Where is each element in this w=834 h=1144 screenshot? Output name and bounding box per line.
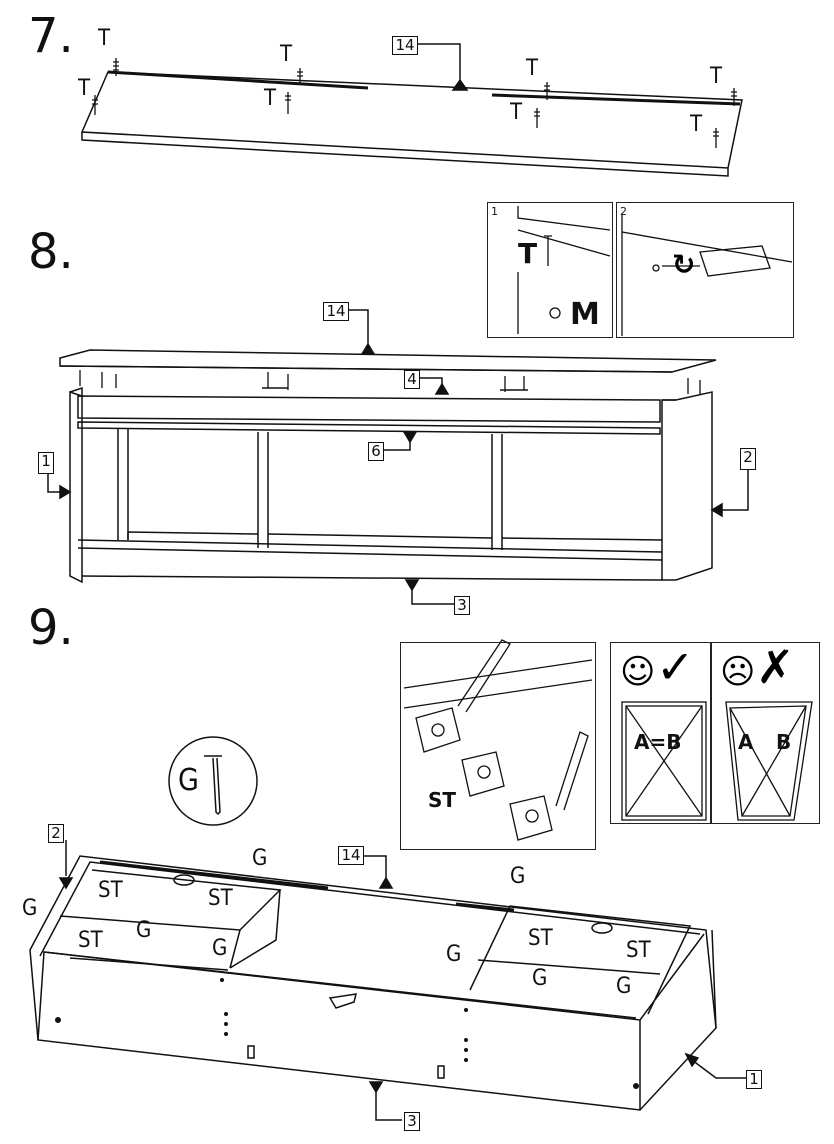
step-7-number: 7. — [28, 8, 74, 64]
diagonal-a-label: A — [738, 730, 754, 754]
part-14-label: 14 — [338, 846, 364, 865]
fastener-t-label: T — [264, 86, 277, 111]
equal-diagonals-label: A=B — [634, 730, 682, 754]
smile-face-icon: ☺ — [620, 652, 656, 692]
st-label: ST — [208, 886, 233, 911]
fastener-t-label: T — [710, 64, 723, 89]
staple-detail-panel — [400, 642, 596, 850]
st-label: ST — [78, 928, 103, 953]
rotate-arrow-icon: ↻ — [672, 248, 696, 281]
cam-m-label: M — [570, 297, 600, 332]
fastener-t-label: T — [690, 112, 703, 137]
g-label: G — [616, 974, 632, 999]
g-label: G — [532, 966, 548, 991]
good-check-panel — [610, 642, 712, 824]
sad-face-icon: ☹ — [720, 652, 756, 692]
check-mark-icon: ✓ — [656, 640, 695, 694]
detail-panel-1 — [487, 202, 613, 338]
fastener-t-label: T — [280, 42, 293, 67]
detail-panel-2 — [616, 202, 794, 338]
fastener-t-label: T — [78, 76, 91, 101]
step-8-number: 8. — [28, 224, 74, 280]
g-label: G — [510, 864, 526, 889]
part-6-label: 6 — [368, 442, 384, 461]
step-9-number: 9. — [28, 600, 74, 656]
g-label: G — [212, 936, 228, 961]
g-label: G — [252, 846, 268, 871]
g-label: G — [446, 942, 462, 967]
part-2-label: 2 — [48, 824, 64, 843]
bad-check-panel — [710, 642, 820, 824]
part-14-label: 14 — [392, 36, 418, 55]
part-14-label: 14 — [323, 302, 349, 321]
fastener-t-label: T — [510, 100, 523, 125]
st-label: ST — [98, 878, 123, 903]
diagonal-b-label: B — [776, 730, 792, 754]
part-2-label: 2 — [740, 448, 756, 470]
fastener-t-label: T — [518, 237, 538, 270]
nail-g-label: G — [178, 763, 199, 798]
part-1-label: 1 — [38, 452, 54, 474]
g-label: G — [136, 918, 152, 943]
fastener-t-label: T — [526, 56, 539, 81]
detail-2-index: 2 — [620, 205, 627, 218]
part-4-label: 4 — [404, 370, 420, 389]
detail-1-index: 1 — [491, 205, 498, 218]
g-label: G — [22, 896, 38, 921]
part-1-label: 1 — [746, 1070, 762, 1089]
part-3-label: 3 — [454, 596, 470, 615]
staple-st-label: ST — [428, 788, 457, 812]
st-label: ST — [626, 938, 651, 963]
part-3-label: 3 — [404, 1112, 420, 1131]
fastener-t-label: T — [98, 26, 111, 51]
st-label: ST — [528, 926, 553, 951]
cross-mark-icon: ✗ — [756, 640, 795, 694]
